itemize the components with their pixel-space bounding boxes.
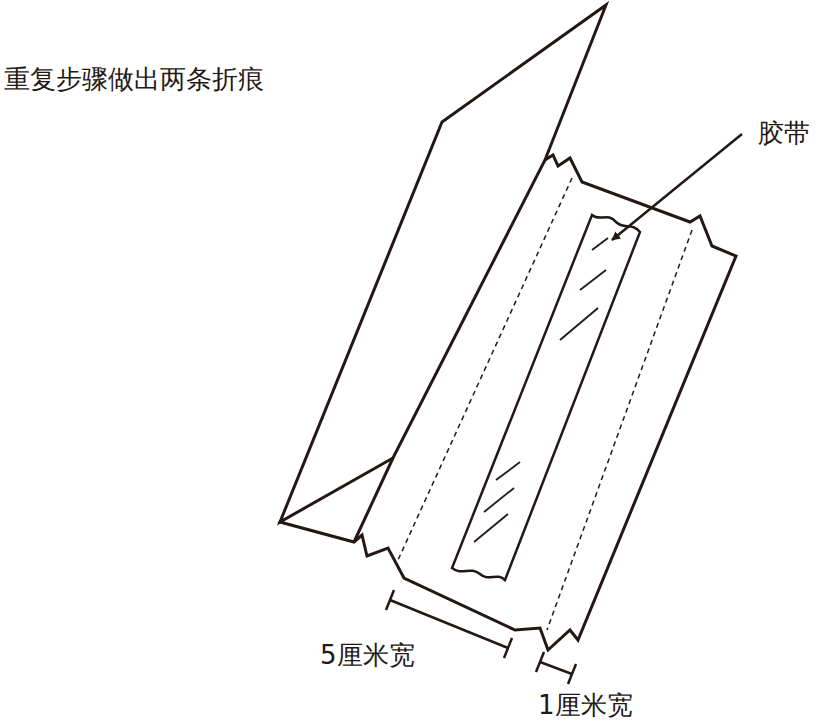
leader-arrow — [612, 134, 742, 240]
instruction-title: 重复步骤做出两条折痕 — [4, 64, 264, 95]
dimension-label: 5厘米宽 — [320, 640, 415, 671]
dimension-bracket — [536, 652, 576, 684]
tape — [452, 215, 640, 580]
fold-line — [354, 458, 393, 542]
callout-label: 胶带 — [758, 118, 810, 149]
dimension-label: 1厘米宽 — [538, 690, 633, 721]
dashed-fold — [547, 230, 692, 630]
tape-shine — [474, 238, 608, 542]
dashed-fold — [398, 178, 572, 560]
